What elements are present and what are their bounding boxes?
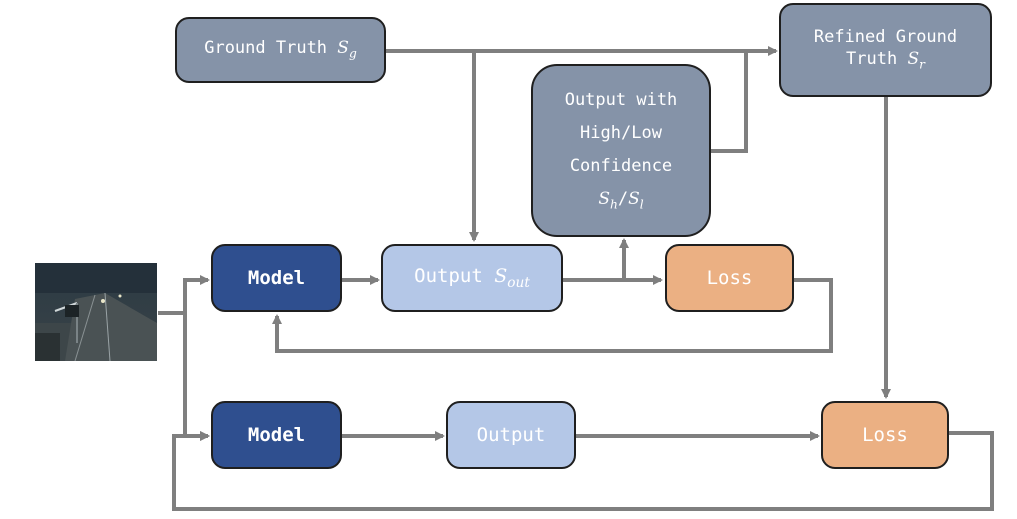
loss-box-top: Loss — [665, 244, 794, 312]
refined-ground-truth-box: Refined Ground Truth Sr — [779, 3, 992, 97]
confidence-output-line2: High/Low — [580, 122, 662, 143]
confidence-output-symbols: Sh/Sl — [598, 183, 643, 217]
confidence-subscript-high: h — [609, 197, 618, 212]
model-box-top: Model — [211, 244, 342, 312]
loss-bottom-label: Loss — [862, 424, 908, 446]
model-bottom-label: Model — [247, 424, 306, 446]
street-scene-image — [35, 263, 157, 361]
ground-truth-label: Ground Truth Sg — [204, 37, 357, 62]
ground-truth-subscript: g — [348, 46, 357, 61]
arrow-confidence-to-refined — [710, 51, 748, 153]
model-top-label: Model — [247, 267, 306, 289]
confidence-symbol-low: S — [628, 189, 640, 210]
loss-box-bottom: Loss — [821, 401, 949, 469]
arrow-image-to-bottom-model — [183, 313, 210, 441]
arrow-bottom-loss-feedback — [172, 431, 994, 511]
output-top-subscript: out — [507, 274, 530, 291]
ground-truth-text: Ground Truth — [204, 38, 338, 59]
refined-ground-truth-line2: Truth Sr — [846, 48, 925, 73]
output-top-text: Output — [414, 265, 495, 288]
confidence-output-box: Output with High/Low Confidence Sh/Sl — [531, 64, 711, 237]
input-image — [35, 263, 157, 361]
ground-truth-box: Ground Truth Sg — [175, 17, 386, 83]
output-box-top: Output Sout — [381, 244, 563, 312]
refined-ground-truth-line1: Refined Ground — [813, 27, 958, 48]
arrow-top-loss-feedback — [272, 278, 833, 353]
refined-ground-truth-subscript: r — [919, 57, 925, 72]
output-top-symbol: S — [494, 265, 508, 288]
ground-truth-symbol: S — [337, 38, 349, 59]
loss-top-label: Loss — [706, 267, 753, 289]
output-top-label: Output Sout — [414, 265, 530, 291]
confidence-subscript-low: l — [639, 197, 644, 212]
confidence-output-line1: Output with — [564, 89, 678, 110]
model-box-bottom: Model — [211, 401, 342, 469]
refined-ground-truth-text: Truth — [846, 49, 908, 70]
confidence-slash: / — [617, 189, 629, 210]
confidence-output-line3: Confidence — [569, 156, 673, 176]
refined-ground-truth-symbol: S — [907, 49, 920, 70]
arrow-image-to-top-model — [183, 275, 210, 313]
output-box-bottom: Output — [446, 401, 576, 469]
confidence-symbol-high: S — [598, 189, 610, 210]
output-bottom-label: Output — [476, 424, 546, 446]
